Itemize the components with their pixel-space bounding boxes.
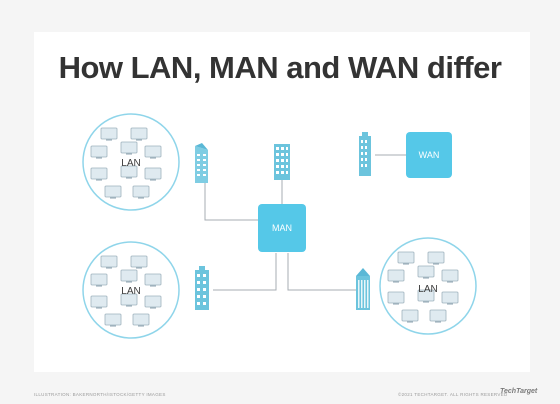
computer-icon <box>144 295 162 309</box>
man-label: MAN <box>272 223 292 233</box>
computer-icon <box>441 291 459 305</box>
computer-icon <box>144 145 162 159</box>
man-box <box>258 204 306 252</box>
illustration-credit: ILLUSTRATION: BAKERNORTH/ISTOCK/GETTY IM… <box>34 392 166 397</box>
lan-computers <box>90 127 162 199</box>
computer-icon <box>120 269 138 283</box>
building-top-left-icon <box>195 143 208 183</box>
computer-icon <box>387 269 405 283</box>
brand-logo: TechTarget <box>500 388 538 395</box>
wan-label: WAN <box>419 150 440 160</box>
computer-icon <box>100 127 118 141</box>
wan-box <box>406 132 452 178</box>
computer-icon <box>90 295 108 309</box>
computer-icon <box>429 309 447 323</box>
computer-icon <box>132 313 150 327</box>
lan-label: LAN <box>121 286 140 297</box>
computer-icon <box>144 167 162 181</box>
computer-icon <box>132 185 150 199</box>
computer-icon <box>130 255 148 269</box>
link-man-to-bottom-left-building <box>213 253 277 291</box>
computer-icon <box>417 265 435 279</box>
connection-lines <box>204 154 406 291</box>
computer-icon <box>120 165 138 179</box>
lan-bottom-left: LAN <box>82 241 180 339</box>
building-center-icon <box>274 144 290 180</box>
wan-node: WAN <box>406 132 452 178</box>
computer-icon <box>120 293 138 307</box>
copyright-text: ©2021 TECHTARGET. ALL RIGHTS RESERVED <box>398 392 508 397</box>
computer-icon <box>427 251 445 265</box>
computer-icon <box>387 291 405 305</box>
computer-icon <box>104 185 122 199</box>
page-title: How LAN, MAN and WAN differ <box>58 50 502 85</box>
lan-top-left: LAN <box>82 113 180 211</box>
lan-computers <box>387 251 459 323</box>
computer-icon <box>100 255 118 269</box>
computer-icon <box>130 127 148 141</box>
computer-icon <box>90 273 108 287</box>
building-bottom-left-icon <box>195 266 209 310</box>
man-node: MAN <box>258 204 306 252</box>
building-bottom-right-icon <box>356 268 370 310</box>
building-wan-icon <box>359 132 371 176</box>
lan-label: LAN <box>418 284 437 295</box>
computer-icon <box>144 273 162 287</box>
computer-icon <box>417 289 435 303</box>
computer-icon <box>401 309 419 323</box>
link-man-to-bottom-right-building <box>287 253 358 291</box>
lan-label: LAN <box>121 158 140 169</box>
computer-icon <box>90 167 108 181</box>
lan-bottom-right: LAN <box>379 237 477 335</box>
lan-computers <box>90 255 162 327</box>
computer-icon <box>120 141 138 155</box>
computer-icon <box>90 145 108 159</box>
link-man-to-top-left-building <box>204 183 258 221</box>
computer-icon <box>441 269 459 283</box>
computer-icon <box>397 251 415 265</box>
computer-icon <box>104 313 122 327</box>
